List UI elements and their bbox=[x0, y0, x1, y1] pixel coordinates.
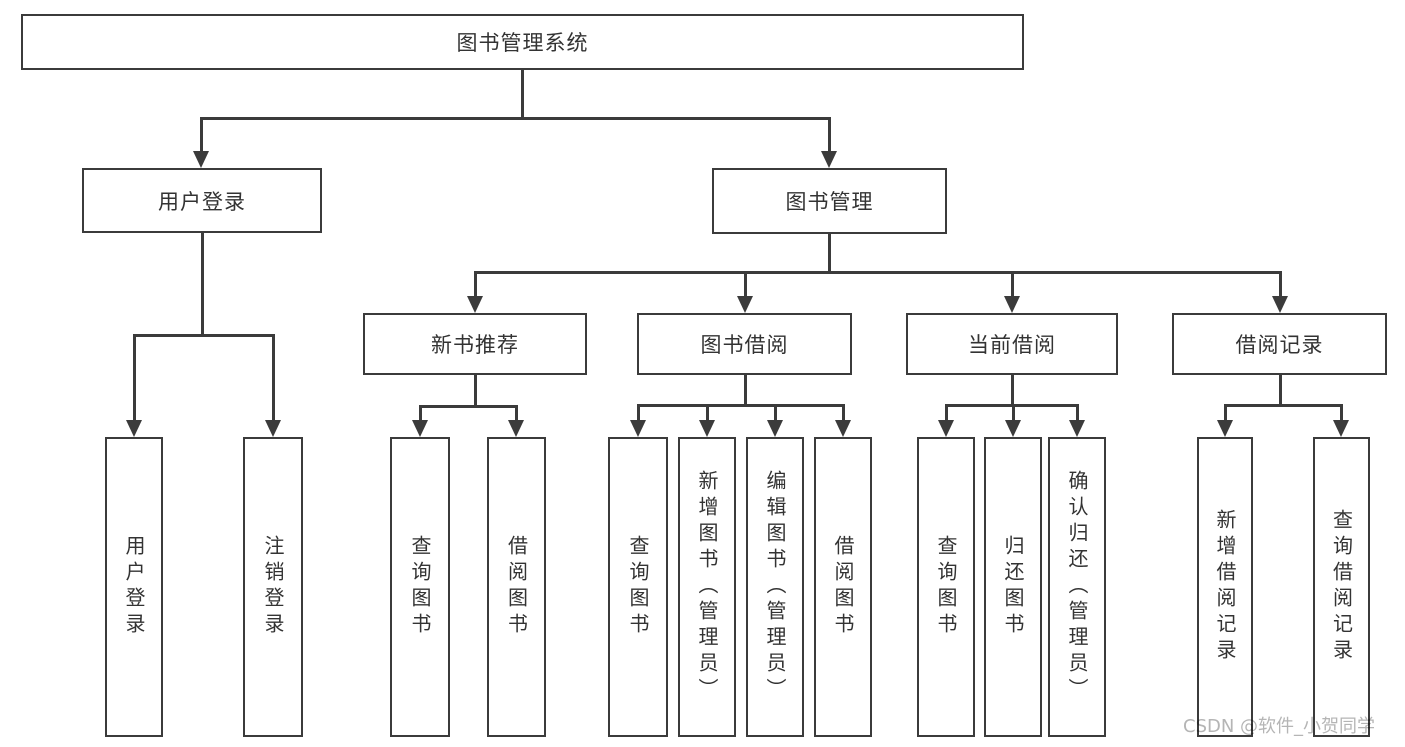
connector-line-v bbox=[706, 404, 709, 423]
connector-line-v bbox=[774, 404, 777, 423]
arrow-down-icon bbox=[1217, 420, 1233, 437]
arrow-down-icon bbox=[412, 420, 428, 437]
connector-line-v bbox=[201, 233, 204, 336]
arrow-down-icon bbox=[193, 151, 209, 168]
connector-line-v bbox=[1279, 375, 1282, 406]
connector-line-h bbox=[1224, 404, 1342, 407]
leaf-user-login: 用户登录 bbox=[105, 437, 163, 737]
connector-line-v bbox=[842, 404, 845, 423]
leaf-query-borrow-record: 查询借阅记录 bbox=[1313, 437, 1370, 737]
leaf-query-books-2: 查询图书 bbox=[608, 437, 668, 737]
leaf-logout: 注销登录 bbox=[243, 437, 303, 737]
arrow-down-icon bbox=[508, 420, 524, 437]
arrow-down-icon bbox=[126, 420, 142, 437]
arrow-down-icon bbox=[699, 420, 715, 437]
connector-line-v bbox=[637, 404, 640, 423]
node-current-borrowing: 当前借阅 bbox=[906, 313, 1118, 375]
leaf-add-borrow-record: 新增借阅记录 bbox=[1197, 437, 1253, 737]
node-book-management: 图书管理 bbox=[712, 168, 947, 234]
connector-line-v bbox=[1076, 404, 1079, 423]
leaf-edit-book-admin: 编辑图书（管理员） bbox=[746, 437, 804, 737]
arrow-down-icon bbox=[1005, 420, 1021, 437]
arrow-down-icon bbox=[938, 420, 954, 437]
leaf-add-book-admin: 新增图书（管理员） bbox=[678, 437, 736, 737]
connector-line-v bbox=[1011, 375, 1014, 406]
connector-line-v bbox=[1279, 271, 1282, 299]
node-library-management-system: 图书管理系统 bbox=[21, 14, 1024, 70]
connector-line-h bbox=[637, 404, 845, 407]
leaf-return-book: 归还图书 bbox=[984, 437, 1042, 737]
arrow-down-icon bbox=[821, 151, 837, 168]
connector-line-v bbox=[474, 375, 477, 407]
connector-line-v bbox=[744, 271, 747, 299]
connector-line-v bbox=[1224, 404, 1227, 423]
watermark: CSDN @软件_小贺同学 bbox=[1183, 716, 1376, 737]
connector-line-h bbox=[474, 271, 1282, 274]
node-user-login: 用户登录 bbox=[82, 168, 322, 233]
connector-line-v bbox=[272, 334, 275, 423]
arrow-down-icon bbox=[1333, 420, 1349, 437]
arrow-down-icon bbox=[630, 420, 646, 437]
node-new-book-recommendation: 新书推荐 bbox=[363, 313, 587, 375]
arrow-down-icon bbox=[737, 296, 753, 313]
connector-line-v bbox=[419, 405, 422, 423]
connector-line-v bbox=[744, 375, 747, 406]
arrow-down-icon bbox=[767, 420, 783, 437]
connector-line-v bbox=[200, 117, 203, 153]
connector-line-v bbox=[828, 234, 831, 273]
connector-line-h bbox=[419, 405, 518, 408]
arrow-down-icon bbox=[467, 296, 483, 313]
node-book-borrowing: 图书借阅 bbox=[637, 313, 852, 375]
connector-line-v bbox=[945, 404, 948, 423]
leaf-query-books-3: 查询图书 bbox=[917, 437, 975, 737]
leaf-confirm-return-admin: 确认归还（管理员） bbox=[1048, 437, 1106, 737]
connector-line-v bbox=[521, 70, 524, 118]
arrow-down-icon bbox=[1272, 296, 1288, 313]
connector-line-v bbox=[1012, 404, 1015, 423]
connector-line-v bbox=[1011, 271, 1014, 299]
connector-line-v bbox=[133, 334, 136, 423]
arrow-down-icon bbox=[1004, 296, 1020, 313]
leaf-query-books-1: 查询图书 bbox=[390, 437, 450, 737]
connector-line-h bbox=[133, 334, 274, 337]
connector-line-v bbox=[474, 271, 477, 299]
connector-line-v bbox=[515, 405, 518, 423]
connector-line-v bbox=[828, 117, 831, 153]
arrow-down-icon bbox=[265, 420, 281, 437]
leaf-borrow-books-2: 借阅图书 bbox=[814, 437, 872, 737]
arrow-down-icon bbox=[835, 420, 851, 437]
arrow-down-icon bbox=[1069, 420, 1085, 437]
connector-line-h bbox=[200, 117, 830, 120]
leaf-borrow-books-1: 借阅图书 bbox=[487, 437, 546, 737]
connector-line-v bbox=[1340, 404, 1343, 423]
node-borrowing-records: 借阅记录 bbox=[1172, 313, 1387, 375]
